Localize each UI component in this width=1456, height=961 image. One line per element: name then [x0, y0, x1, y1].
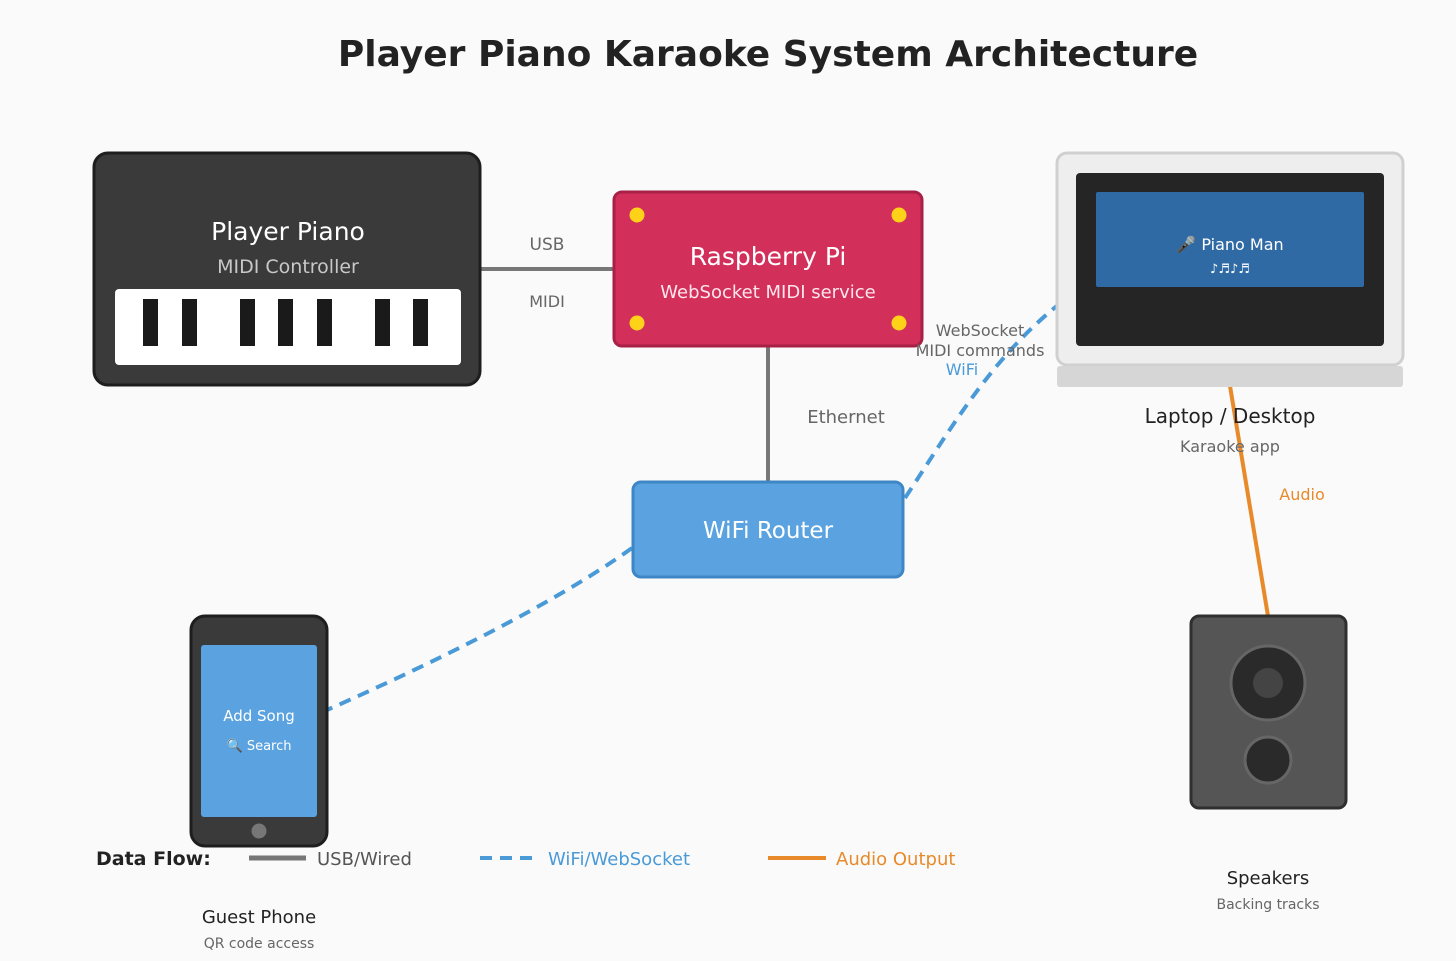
- legend-audio-label: Audio Output: [836, 849, 955, 870]
- mounting-hole-icon: [629, 207, 645, 223]
- websocket-label: WebSocket: [936, 321, 1024, 340]
- raspberry-pi-node: Raspberry Pi WebSocket MIDI service: [612, 190, 924, 348]
- mounting-hole-icon: [629, 315, 645, 331]
- woofer-center-icon: [1253, 668, 1283, 698]
- diagram-title: Player Piano Karaoke System Architecture: [338, 34, 1198, 75]
- guest-phone-node: Add Song 🔍 Search Guest Phone QR code ac…: [189, 614, 329, 952]
- legend-wifi-label: WiFi/WebSocket: [548, 849, 690, 870]
- midi-label: MIDI: [529, 292, 565, 311]
- pi-subtitle: WebSocket MIDI service: [660, 282, 875, 303]
- speakers-node: Speakers Backing tracks: [1189, 614, 1348, 913]
- laptop-title: Laptop / Desktop: [1145, 404, 1316, 428]
- phone-title: Guest Phone: [202, 907, 316, 928]
- mounting-hole-icon: [891, 207, 907, 223]
- mounting-hole-icon: [891, 315, 907, 331]
- speakers-subtitle: Backing tracks: [1216, 897, 1319, 913]
- tweeter-icon: [1243, 735, 1293, 785]
- phone-subtitle: QR code access: [204, 936, 315, 952]
- phone-screen: [201, 645, 317, 817]
- phone-home-button: [251, 823, 267, 839]
- player-piano-node: Player Piano MIDI Controller: [92, 151, 482, 387]
- legend-wired-label: USB/Wired: [317, 849, 412, 870]
- wifi-router-laptop-connection: [903, 303, 1060, 500]
- legend-heading: Data Flow:: [96, 848, 211, 870]
- piano-subtitle: MIDI Controller: [217, 256, 359, 278]
- laptop-screen: [1096, 192, 1364, 287]
- legend: Data Flow: USB/Wired WiFi/WebSocket Audi…: [96, 848, 955, 870]
- wifi-label: WiFi: [946, 360, 978, 379]
- laptop-screen-notes: ♪♬♪♬: [1210, 262, 1250, 277]
- audio-label: Audio: [1279, 485, 1324, 504]
- piano-black-keys: [143, 299, 428, 346]
- phone-screen-search: 🔍 Search: [227, 737, 292, 754]
- usb-label: USB: [530, 235, 565, 255]
- ethernet-label: Ethernet: [807, 407, 885, 428]
- wifi-router-phone-connection: [326, 546, 634, 712]
- router-title: WiFi Router: [703, 518, 834, 544]
- laptop-screen-song: 🎤 Piano Man: [1176, 235, 1283, 254]
- midi-commands-label: MIDI commands: [916, 341, 1045, 360]
- speakers-title: Speakers: [1227, 868, 1310, 889]
- piano-title: Player Piano: [211, 217, 365, 246]
- audio-connection: [1228, 385, 1270, 617]
- pi-title: Raspberry Pi: [690, 242, 847, 271]
- wifi-router-node: WiFi Router: [631, 480, 905, 579]
- phone-screen-label: Add Song: [223, 707, 295, 725]
- laptop-subtitle: Karaoke app: [1180, 437, 1280, 456]
- laptop-node: 🎤 Piano Man ♪♬♪♬ Laptop / Desktop Karaok…: [1055, 151, 1405, 456]
- laptop-base: [1057, 366, 1403, 387]
